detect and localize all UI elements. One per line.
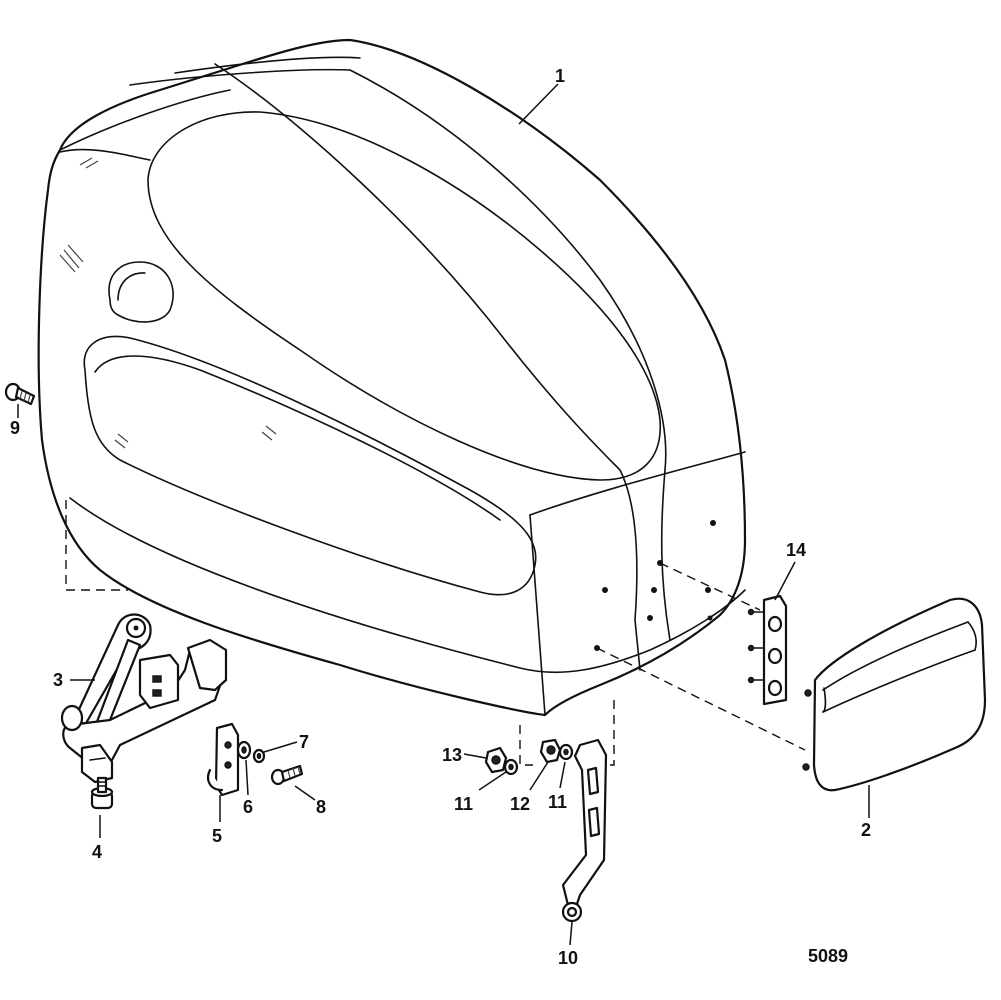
callout-1: 1 <box>555 66 565 86</box>
leader-lines <box>17 83 870 946</box>
screw-9 <box>4 382 36 406</box>
callout-4: 4 <box>92 842 102 862</box>
callout-3: 3 <box>53 670 63 690</box>
callout-14: 14 <box>786 540 806 560</box>
cowl-support-bracket <box>60 613 228 784</box>
callout-12: 12 <box>510 794 530 814</box>
callout-13: 13 <box>442 745 462 765</box>
callout-9: 9 <box>10 418 20 438</box>
engine-cowl <box>37 38 747 717</box>
callout-10: 10 <box>558 948 578 968</box>
rear-cover <box>802 597 987 792</box>
callout-11-right: 11 <box>548 792 567 812</box>
callout-5: 5 <box>212 826 222 846</box>
hardware-11-12-13 <box>484 738 574 776</box>
callout-8: 8 <box>316 797 326 817</box>
callout-11-left: 11 <box>454 794 473 814</box>
reference-number: 5089 <box>808 946 848 966</box>
callout-6: 6 <box>243 797 253 817</box>
callout-labels: 1 2 3 4 5 6 7 8 9 10 11 11 12 13 14 5089 <box>10 66 871 968</box>
rubber-mount <box>90 776 114 810</box>
callout-7: 7 <box>299 732 309 752</box>
latch-plate <box>206 722 240 797</box>
hardware-6-7-8 <box>236 740 304 786</box>
callout-2: 2 <box>861 820 871 840</box>
latch-bracket <box>561 738 608 923</box>
cover-mount-plate <box>747 594 788 706</box>
